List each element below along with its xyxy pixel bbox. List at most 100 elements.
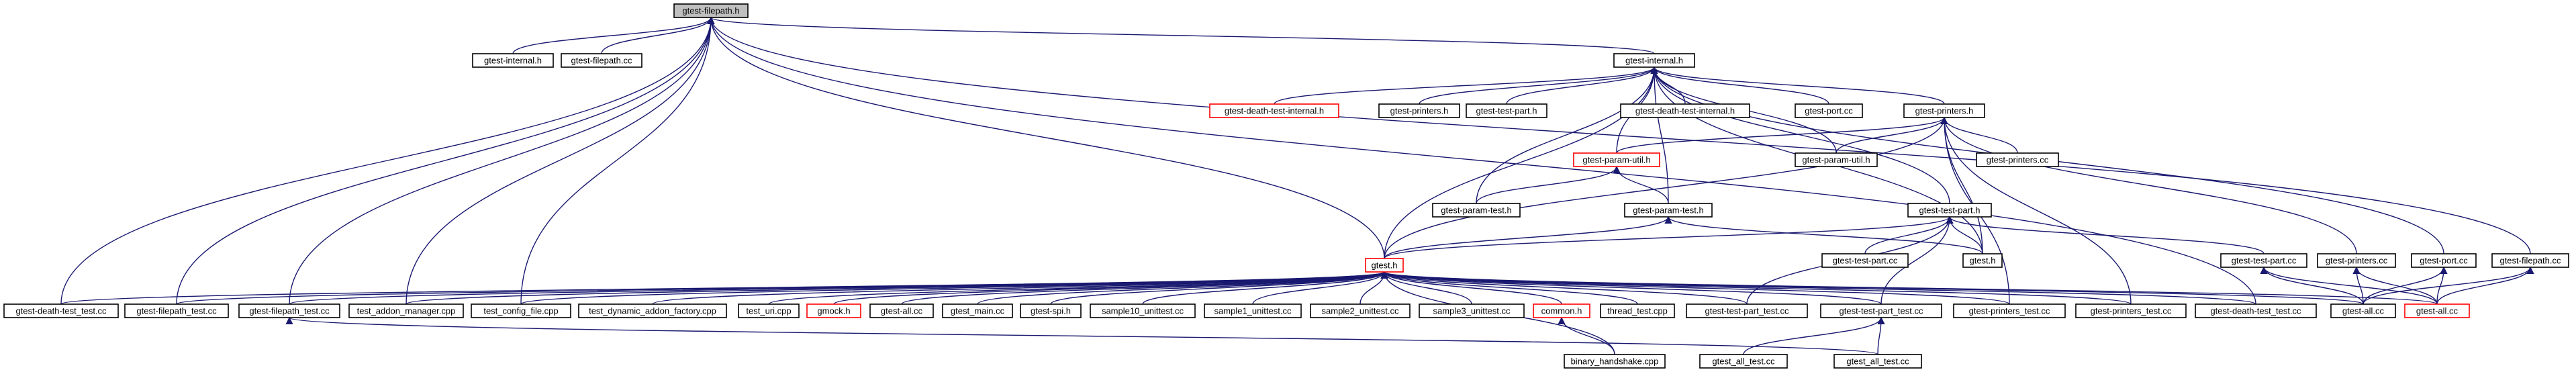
file-node[interactable]: gtest-printers_test.cc (1953, 303, 2066, 318)
dependency-edge (2363, 266, 2534, 305)
dependency-edge (707, 16, 2256, 305)
dependency-edge (1380, 271, 1562, 305)
dependency-nodes: gtest-filepath.h gtest-internal.h gtest-fi… (3, 3, 2569, 369)
file-node[interactable]: common.h (1533, 303, 1590, 318)
file-node[interactable]: gtest-filepath.cc (561, 53, 642, 68)
file-node[interactable]: gmock.h (806, 303, 861, 318)
file-node-label: test_uri.cpp (746, 306, 791, 316)
file-node-box (1466, 103, 1547, 118)
file-node[interactable]: gtest.h (1962, 253, 2003, 268)
file-node[interactable]: gtest-test-part.h (1907, 203, 1992, 218)
dependency-edge (1877, 316, 1885, 355)
file-node[interactable]: sample2_unittest.cc (1310, 303, 1411, 318)
file-node[interactable]: gtest-all.cc (869, 303, 934, 318)
file-node[interactable]: sample1_unittest.cc (1204, 303, 1302, 318)
file-node-label: gtest-internal.h (1625, 56, 1683, 66)
file-node-label: gtest-test-part_test.cc (1705, 306, 1789, 316)
file-node[interactable]: gtest-death-test_test.cc (2195, 303, 2317, 318)
dependency-edge (1419, 66, 1658, 105)
file-node[interactable]: gtest-filepath.cc (2491, 253, 2569, 268)
file-node[interactable]: gtest-internal.h (472, 53, 554, 68)
file-node-box (1976, 152, 2059, 167)
file-node[interactable]: gtest-test-part_test.cc (1686, 303, 1808, 318)
dependency-edge (707, 16, 2531, 254)
file-node-label: sample3_unittest.cc (1433, 306, 1511, 316)
file-node[interactable]: gtest-death-test-internal.h (1209, 103, 1339, 118)
dependency-edge (1940, 116, 2357, 254)
file-node-label: gtest-param-util.h (1802, 155, 1870, 165)
file-node[interactable]: gtest-test-part.cc (2220, 253, 2307, 268)
file-node[interactable]: gtest-test-part_test.cc (1820, 303, 1942, 318)
file-node[interactable]: binary_handshake.cpp (1564, 354, 1666, 369)
dependency-edge (1650, 66, 1669, 204)
file-node[interactable]: gtest-death-test_test.cc (3, 303, 119, 318)
dependency-edge (1142, 271, 1388, 305)
file-node-label: binary_handshake.cpp (1571, 357, 1659, 367)
file-node[interactable]: gtest-internal.h (1613, 53, 1695, 68)
dependency-edge (286, 316, 1878, 355)
file-node[interactable]: gtest-printers.cc (2317, 253, 2396, 268)
dependency-edge (176, 16, 715, 305)
file-node-label: gtest-printers_test.cc (2091, 306, 2172, 316)
file-node[interactable]: thread_test.cpp (1600, 303, 1675, 318)
file-node[interactable]: gtest-test-part.h (1466, 103, 1547, 118)
file-node-box (1378, 103, 1460, 118)
dependency-edge (901, 271, 1388, 305)
file-node[interactable]: gtest-param-test.h (1432, 203, 1521, 218)
file-node-label: gtest-printers.cc (1987, 155, 2049, 165)
file-node[interactable]: test_dynamic_addon_factory.cpp (578, 303, 727, 318)
file-node-label: gtest-param-util.h (1582, 155, 1650, 165)
file-node-box (578, 303, 727, 318)
file-node-label: gtest-death-test_test.cc (2210, 306, 2301, 316)
file-node-box (1419, 303, 1525, 318)
file-node[interactable]: test_config_file.cpp (471, 303, 571, 318)
file-node[interactable]: gtest-spi.h (1020, 303, 1082, 318)
dependency-edge (1650, 66, 1945, 105)
dependency-edge (2260, 266, 2364, 305)
file-node[interactable]: gtest-port.cc (1795, 103, 1863, 118)
file-node-label: gtest-test-part.cc (1833, 256, 1898, 266)
file-node-box (1624, 203, 1713, 218)
file-node[interactable]: gtest-filepath.h (673, 3, 749, 18)
dependency-edge (977, 271, 1388, 305)
file-node-label: sample1_unittest.cc (1214, 306, 1292, 316)
file-node[interactable]: gtest.h (1365, 258, 1404, 273)
dependency-edge (520, 271, 1388, 305)
file-node[interactable]: gtest-filepath_test.cc (238, 303, 340, 318)
file-node-label: gtest-filepath.cc (571, 56, 632, 66)
dependency-edge (1380, 271, 1882, 305)
file-node[interactable]: gtest-test-part.cc (1821, 253, 1909, 268)
file-node[interactable]: gtest-printers.h (1378, 103, 1460, 118)
file-node[interactable]: gtest_main.cc (942, 303, 1013, 318)
file-node[interactable]: gtest-death-test-internal.h (1620, 103, 1750, 118)
file-node[interactable]: gtest-all.cc (2330, 303, 2396, 318)
file-node[interactable]: gtest-printers.cc (1976, 152, 2059, 167)
file-node[interactable]: gtest-param-util.h (1795, 152, 1878, 167)
file-node-box (673, 3, 749, 18)
file-node[interactable]: gtest-all.cc (2404, 303, 2470, 318)
dependency-edge (1380, 271, 1748, 305)
file-node-box (1204, 303, 1302, 318)
dependency-edge (707, 16, 1385, 259)
file-node-label: gtest-death-test_test.cc (15, 306, 107, 316)
file-node[interactable]: gtest-port.cc (2411, 253, 2477, 268)
file-node-label: gtest-spi.h (1031, 306, 1071, 316)
file-node[interactable]: sample3_unittest.cc (1419, 303, 1525, 318)
file-node-box (3, 303, 119, 318)
file-node[interactable]: gtest-filepath_test.cc (124, 303, 229, 318)
file-node-box (2075, 303, 2187, 318)
file-node[interactable]: test_addon_manager.cpp (348, 303, 464, 318)
file-node[interactable]: gtest_all_test.cc (1833, 354, 1922, 369)
file-node[interactable]: gtest-param-test.h (1624, 203, 1713, 218)
file-node[interactable]: gtest-param-util.h (1573, 152, 1660, 167)
file-node-label: common.h (1541, 306, 1582, 316)
file-node-box (1795, 152, 1878, 167)
file-node-label: gtest-test-part.h (1919, 205, 1980, 216)
file-node-box (1953, 303, 2066, 318)
file-node[interactable]: gtest-printers.h (1903, 103, 1985, 118)
file-node[interactable]: gtest_all_test.cc (1699, 354, 1788, 369)
file-node[interactable]: test_uri.cpp (738, 303, 800, 318)
file-node[interactable]: gtest-printers_test.cc (2075, 303, 2187, 318)
file-node-label: gtest-port.cc (2420, 256, 2468, 266)
file-node[interactable]: sample10_unittest.cc (1090, 303, 1196, 318)
